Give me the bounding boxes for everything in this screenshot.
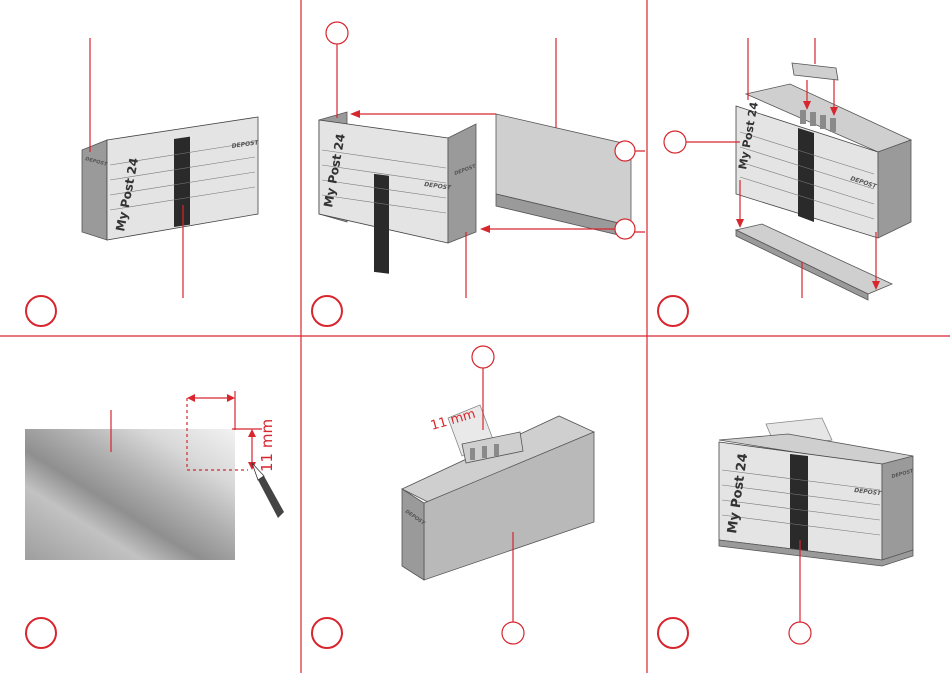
panel4-dim-v-top bbox=[248, 429, 256, 437]
panel2-arrowhead-top bbox=[350, 110, 360, 118]
panel4-step-circle bbox=[26, 618, 56, 648]
panel1-step-circle bbox=[26, 296, 56, 326]
panel5-part-circle-bottom bbox=[502, 622, 524, 644]
panel6-part-circle bbox=[789, 622, 811, 644]
panel4-dim-h-right bbox=[227, 394, 235, 402]
panel2-arrowhead-bottom bbox=[480, 225, 490, 233]
panel5-comb-tooth-2 bbox=[482, 446, 487, 458]
panel3-side bbox=[878, 140, 911, 238]
panel5-comb-tooth-3 bbox=[494, 444, 499, 456]
panel3-step-circle bbox=[658, 296, 688, 326]
panel-2: My Post 24 DEPOST DEPOST bbox=[312, 22, 645, 326]
panel-6: My Post 24 DEPOST DEPOST bbox=[658, 418, 915, 648]
panel2-detail-circle-bottom bbox=[615, 219, 635, 239]
panel3-roof-slot-4 bbox=[830, 118, 836, 132]
panel-4: 11 mm bbox=[25, 391, 284, 648]
panel4-knife-handle bbox=[258, 476, 284, 518]
panel3-arrowhead-base-left bbox=[736, 219, 744, 228]
panel2-right-wing bbox=[448, 124, 476, 243]
panel2-step-circle bbox=[312, 296, 342, 326]
panel2-part-circle bbox=[326, 22, 348, 44]
panel3-roof-slot-3 bbox=[820, 115, 826, 129]
panel4-foil-sheet bbox=[25, 429, 235, 560]
panel5-comb-tooth-1 bbox=[470, 448, 475, 460]
panel4-dim-h-left bbox=[187, 394, 195, 402]
panel3-comb-insert bbox=[792, 63, 838, 80]
panel6-step-circle bbox=[658, 618, 688, 648]
panel1-side-wing bbox=[82, 140, 107, 240]
panel5-box-side bbox=[402, 489, 424, 580]
panel3-roof-slot-2 bbox=[810, 112, 816, 126]
panel-5: 11 mm DEPOST bbox=[312, 346, 594, 648]
panel5-step-circle bbox=[312, 618, 342, 648]
panel1-terminal bbox=[174, 137, 190, 227]
panel4-measure-label: 11 mm bbox=[258, 419, 276, 472]
panel5-part-circle-top bbox=[472, 346, 494, 368]
panel3-roof-slot-1 bbox=[800, 110, 806, 124]
panel2-detail-circle-top bbox=[615, 141, 635, 161]
panel6-terminal bbox=[790, 454, 808, 554]
panel3-part-circle bbox=[664, 131, 686, 153]
panel-3: My Post 24 DEPOST bbox=[658, 38, 911, 326]
panel-1: My Post 24 DEPOST DEPOST bbox=[26, 38, 260, 326]
panel3-terminal bbox=[798, 128, 814, 222]
